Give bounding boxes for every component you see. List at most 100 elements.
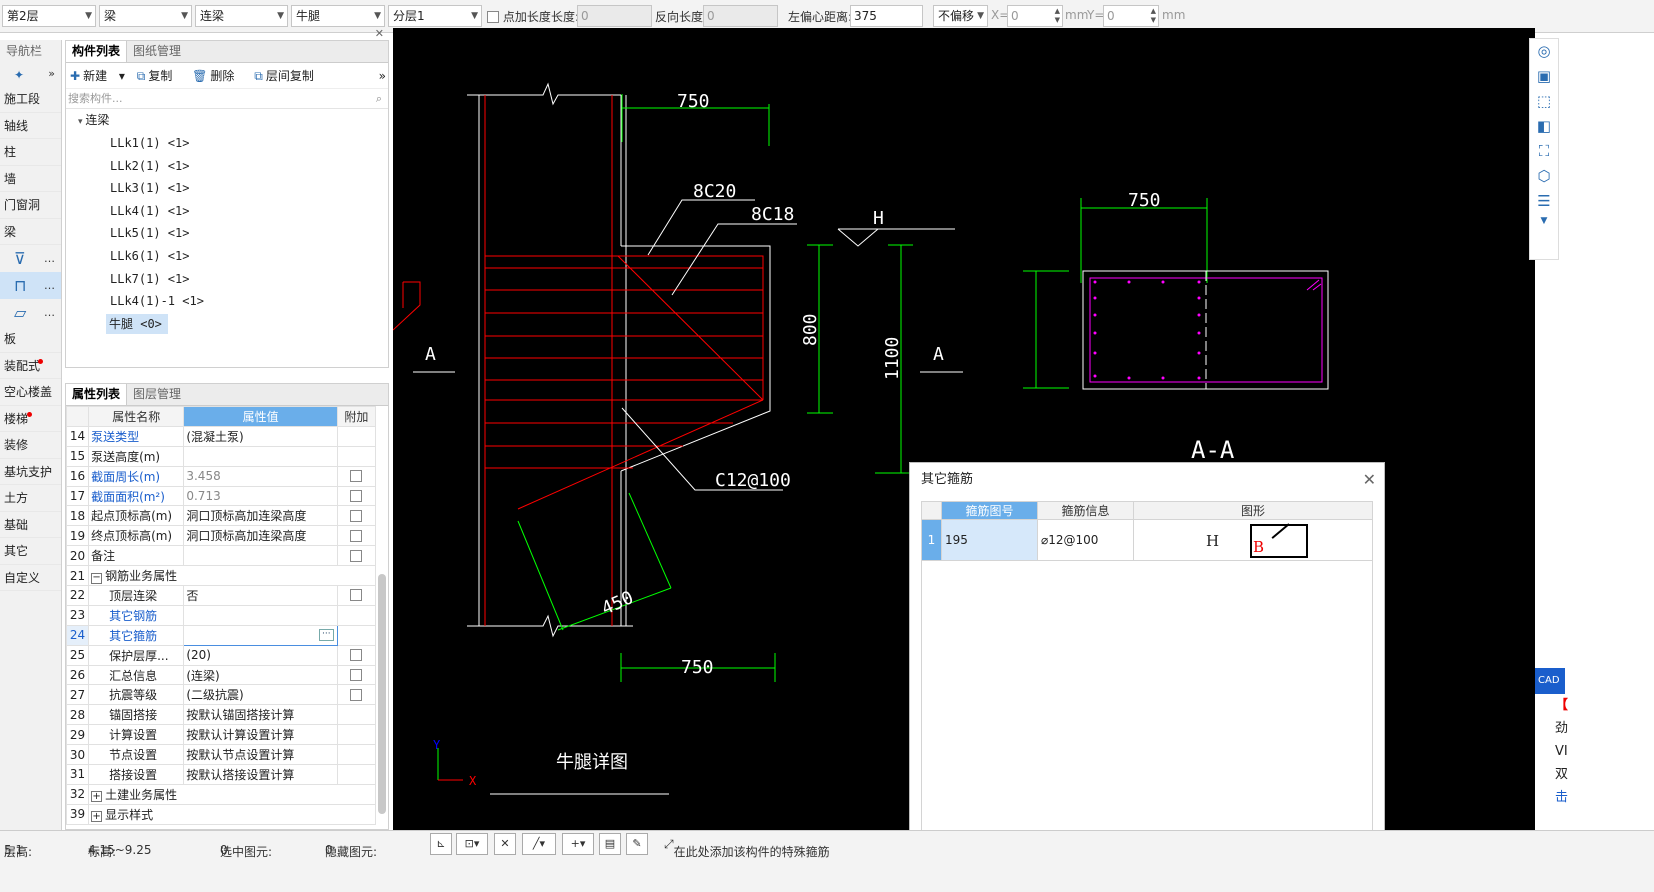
add-length-checkbox[interactable]: 点加长度	[487, 8, 551, 25]
component-select[interactable]: 牛腿▼	[291, 5, 385, 27]
close-icon[interactable]: ✕	[1362, 470, 1376, 489]
delete-button[interactable]: 🗑删除	[192, 69, 235, 83]
checkbox-icon[interactable]	[350, 470, 363, 483]
orbit-icon[interactable]: ◎	[1537, 42, 1551, 60]
expand-icon[interactable]: +	[91, 810, 103, 822]
nav-item-stairs[interactable]: 楼梯	[0, 406, 61, 432]
point-icon[interactable]: +▾	[562, 833, 594, 855]
nav-beam-tool-1[interactable]: ⊽…	[14, 249, 55, 268]
box-select-icon[interactable]: ⬡	[1537, 167, 1551, 185]
other-stirrup-input[interactable]: ···	[183, 624, 338, 646]
reverse-length-input[interactable]: 0	[703, 5, 778, 27]
nav-pin[interactable]: ✦»	[0, 62, 61, 86]
floor-copy-button[interactable]: ⧉层间复制	[254, 69, 314, 83]
checkbox-icon[interactable]	[350, 649, 363, 662]
tree-item[interactable]: LLk1(1) <1>	[110, 136, 190, 150]
table-row-group[interactable]: 21−钢筋业务属性	[66, 565, 376, 587]
tab-property-list[interactable]: 属性列表	[66, 384, 128, 405]
ellipsis-button[interactable]: ···	[318, 628, 334, 641]
nav-item-wall[interactable]: 墙	[0, 166, 61, 192]
tree-item[interactable]: LLk6(1) <1>	[110, 248, 190, 263]
spinner-icon[interactable]: ▲▼	[1054, 7, 1060, 24]
copy-button[interactable]: ⧉复制	[136, 69, 173, 83]
layer-select[interactable]: 分层1▼	[388, 5, 482, 27]
checkbox-icon[interactable]	[350, 589, 363, 602]
close-icon[interactable]: ✕	[374, 27, 384, 40]
new-button[interactable]: ✚新建 ▾	[70, 69, 125, 83]
nav-item-hollow-floor[interactable]: 空心楼盖	[0, 379, 61, 406]
checkbox-icon[interactable]	[350, 490, 363, 502]
fit-view-icon[interactable]: ⛶	[1538, 142, 1550, 160]
type-select[interactable]: 连梁▼	[195, 5, 288, 27]
y-input[interactable]: 0▲▼	[1103, 5, 1159, 27]
nav-item-segment[interactable]: 施工段	[0, 86, 61, 113]
checkbox-icon[interactable]	[350, 509, 363, 522]
ortho-icon[interactable]: ⊡▾	[456, 833, 488, 855]
tab-drawing-management[interactable]: 图纸管理	[133, 44, 182, 58]
shape-no-cell[interactable]: 195	[941, 519, 1038, 561]
more-icon[interactable]: »	[378, 69, 386, 83]
nav-item-other[interactable]: 其它	[0, 538, 61, 565]
tree-item[interactable]: LLk5(1) <1>	[110, 226, 190, 241]
tab-layer-management[interactable]: 图层管理	[133, 387, 182, 401]
checkbox-icon[interactable]	[487, 11, 499, 23]
checkbox-icon[interactable]	[350, 669, 363, 682]
table-row[interactable]: 1 195 ⌀12@100 H B	[921, 519, 1373, 561]
snap-icon[interactable]: ⊾	[430, 833, 452, 855]
checkbox-icon[interactable]	[350, 529, 363, 542]
tree-item[interactable]: LLk2(1) <1>	[110, 158, 190, 173]
offset-mode-select[interactable]: 不偏移▼	[933, 5, 988, 27]
pen-icon[interactable]: ✎	[626, 833, 648, 855]
nav-item-column[interactable]: 柱	[0, 139, 61, 166]
tree-item[interactable]: LLk7(1) <1>	[110, 271, 190, 286]
nav-item-pit-support[interactable]: 基坑支护	[0, 459, 61, 485]
list-view-icon[interactable]: ☰	[1537, 192, 1551, 210]
chevron-down-icon[interactable]: ▼	[1540, 216, 1548, 226]
tab-component-list[interactable]: 构件列表	[66, 41, 128, 62]
tree-root[interactable]: ▾ 连梁	[78, 113, 110, 127]
offset-input[interactable]: 375	[850, 5, 923, 27]
component-search-input[interactable]: 搜索构件...⌕	[66, 89, 388, 109]
nav-item-axis[interactable]: 轴线	[0, 113, 61, 139]
nav-item-prefab[interactable]: 装配式	[0, 353, 61, 379]
spinner-icon[interactable]: ▲▼	[1150, 7, 1156, 24]
nav-item-beam[interactable]: 梁	[0, 219, 61, 245]
checkbox-icon[interactable]	[350, 688, 363, 701]
stirrup-info-cell[interactable]: ⌀12@100	[1037, 519, 1134, 561]
cross-icon[interactable]: ✕	[494, 833, 516, 855]
nav-item-earthwork[interactable]: 土方	[0, 485, 61, 512]
checkbox-icon[interactable]	[350, 549, 363, 562]
nav-item-slab[interactable]: 板	[0, 326, 61, 353]
tree-item-selected[interactable]: 牛腿 <0>	[66, 313, 388, 336]
cube-view-icon[interactable]: ⬚	[1536, 92, 1552, 110]
scrollbar[interactable]	[378, 574, 386, 814]
cube-solid-icon[interactable]: ◧	[1536, 117, 1552, 135]
collapse-icon[interactable]: −	[91, 572, 103, 585]
line-icon[interactable]: ╱▾	[522, 833, 556, 855]
tree-item[interactable]: LLk4(1)-1 <1>	[110, 294, 204, 309]
view-3d-icon[interactable]: ▣	[1536, 67, 1552, 85]
nav-item-foundation[interactable]: 基础	[0, 512, 61, 538]
tree-item[interactable]: LLk4(1) <1>	[110, 203, 190, 218]
category-select[interactable]: 梁▼	[99, 5, 192, 27]
nav-item-door-window[interactable]: 门窗洞	[0, 192, 61, 219]
save-icon[interactable]: ▤	[599, 833, 621, 855]
nav-beam-tool-2[interactable]: ⊓…	[0, 272, 61, 299]
expand-icon[interactable]: +	[91, 790, 103, 802]
